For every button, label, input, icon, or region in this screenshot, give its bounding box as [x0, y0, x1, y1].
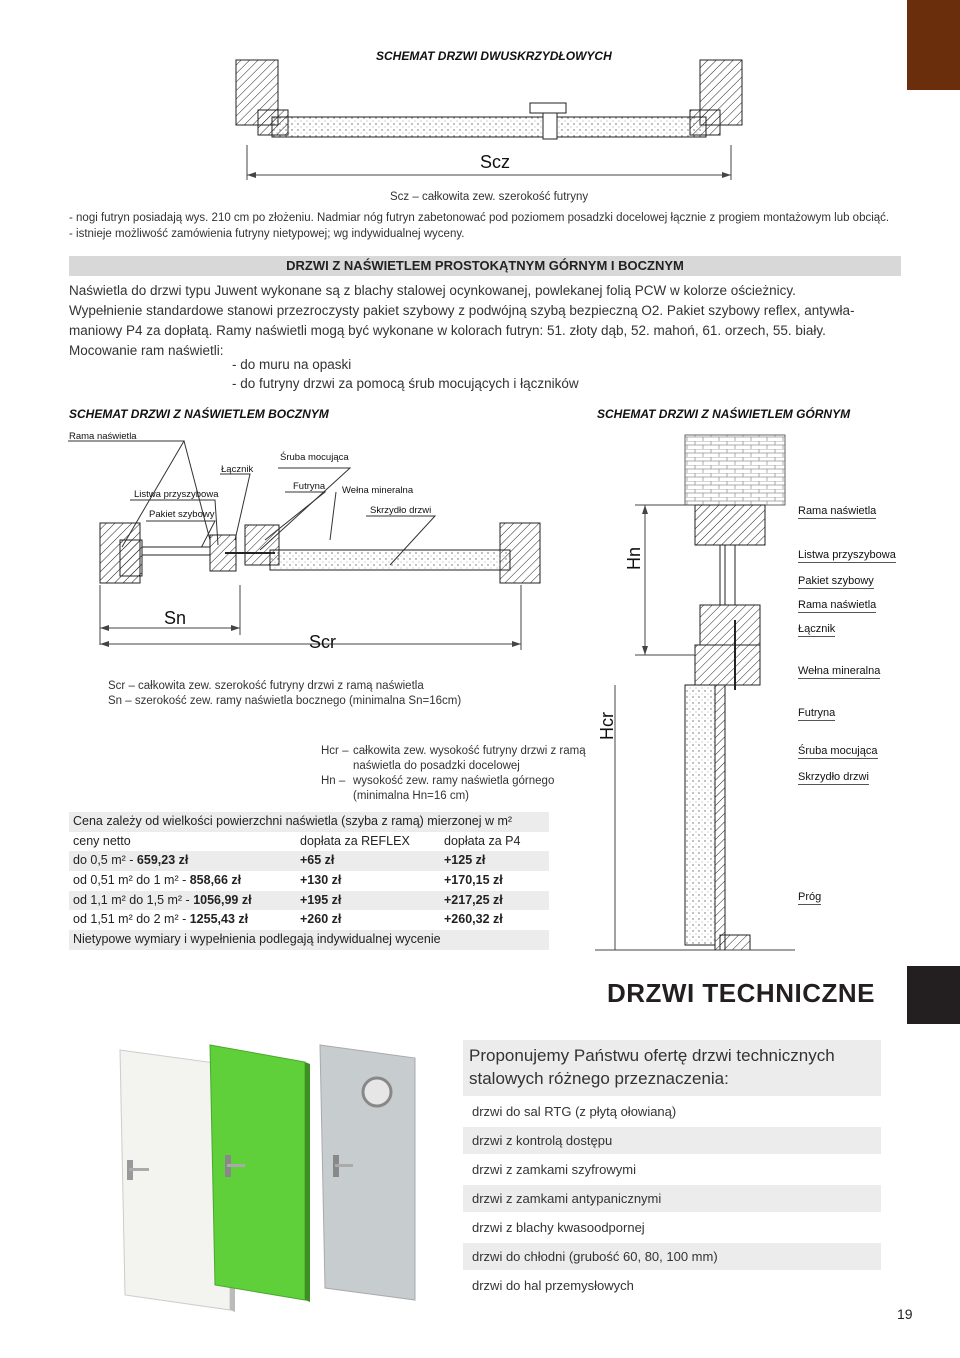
- price-range: od 1,51 m² do 2 m² -: [73, 912, 190, 927]
- technical-item: drzwi do chłodni (grubość 60, 80, 100 mm…: [463, 1243, 881, 1270]
- column-p4: dopłata za P4: [444, 833, 521, 848]
- label-top-frame-1: Rama naświetla: [798, 505, 877, 519]
- dimension-sn: Sn: [164, 608, 187, 628]
- page-number: 19: [897, 1306, 913, 1322]
- price-p4: +260,32 zł: [444, 912, 503, 927]
- price-reflex: +65 zł: [300, 853, 335, 868]
- price-p4: +125 zł: [444, 853, 486, 868]
- dimension-hn: Hn: [624, 546, 644, 570]
- top-light-diagram: [595, 434, 795, 951]
- dimension-scr: Scr: [309, 632, 336, 652]
- section-color-tab: [907, 0, 960, 90]
- price-range: od 0,51 m² do 1 m² -: [73, 873, 190, 888]
- label-glass-side: Pakiet szybowy: [149, 509, 215, 520]
- label-wool-side: Wełna mineralna: [342, 485, 414, 496]
- price-header-text: Cena zależy od wielkości powierzchni naś…: [73, 814, 513, 828]
- label-top-leaf: Skrzydło drzwi: [798, 771, 869, 785]
- technical-item: drzwi do sal RTG (z płytą ołowianą): [472, 1104, 677, 1119]
- section-paragraph-1: Naświetla do drzwi typu Juwent wykonane …: [69, 283, 796, 298]
- price-p4: +170,15 zł: [444, 873, 503, 888]
- price-p4: +217,25 zł: [444, 892, 503, 907]
- section-paragraph-3: maniowy P4 za dopłatą. Ramy naświetli mo…: [69, 323, 826, 338]
- label-threshold: Próg: [798, 891, 822, 905]
- label-bead-side: Listwa przyszybowa: [134, 489, 219, 500]
- hn-text-1: wysokość zew. ramy naświetla górnego: [353, 775, 555, 787]
- price-value: 1255,43 zł: [189, 912, 249, 927]
- label-top-doorframe: Futryna: [798, 707, 836, 721]
- mounting-option-2: - do futryny drzwi za pomocą śrub mocują…: [232, 376, 579, 391]
- scr-caption: Scr – całkowita zew. szerokość futryny d…: [108, 680, 424, 692]
- price-reflex: +130 zł: [300, 873, 342, 888]
- label-screw-side: Śruba mocująca: [280, 452, 349, 463]
- section-paragraph-2: Wypełnienie standardowe stanowi przezroc…: [69, 303, 855, 318]
- price-range: od 1,1 m² do 1,5 m² -: [73, 892, 194, 907]
- side-light-diagram-title: SCHEMAT DRZWI Z NAŚWIETLEM BOCZNYM: [69, 407, 329, 421]
- price-columns-row: ceny netto dopłata za REFLEX dopłata za …: [69, 831, 549, 852]
- mounting-heading: Mocowanie ram naświetli:: [69, 343, 224, 358]
- label-leaf-side: Skrzydło drzwi: [370, 505, 432, 516]
- price-table: Cena zależy od wielkości powierzchni naś…: [69, 812, 549, 950]
- hcr-text-1: całkowita zew. wysokość futryny drzwi z …: [353, 745, 586, 757]
- price-row: od 0,51 m² do 1 m² - 858,66 zł +130 zł +…: [69, 871, 549, 891]
- price-table-header: Cena zależy od wielkości powierzchni naś…: [69, 812, 549, 832]
- section-color-tab-dark: [907, 966, 960, 1024]
- hcr-key: Hcr –: [321, 745, 349, 757]
- label-top-frame-2: Rama naświetla: [798, 599, 877, 613]
- price-reflex: +195 zł: [300, 892, 342, 907]
- label-connector-side: Łącznik: [221, 464, 254, 475]
- technical-item: drzwi z blachy kwasoodpornej: [472, 1220, 645, 1235]
- price-value: 1056,99 zł: [193, 892, 252, 907]
- scz-caption: Scz – całkowita zew. szerokość futryny: [390, 191, 589, 203]
- price-footer-text: Nietypowe wymiary i wypełnienia podlegaj…: [73, 932, 441, 947]
- label-top-connector: Łącznik: [798, 623, 836, 637]
- label-top-screw: Śruba mocująca: [798, 745, 878, 759]
- label-top-wool: Wełna mineralna: [798, 665, 881, 679]
- price-row: od 1,1 m² do 1,5 m² - 1056,99 zł +195 zł…: [69, 890, 549, 911]
- note-2: - istnieje możliwość zamówienia futryny …: [69, 228, 465, 240]
- label-top-glass: Pakiet szybowy: [798, 575, 874, 589]
- price-row: od 1,51 m² do 2 m² - 1255,43 zł +260 zł …: [69, 910, 549, 931]
- price-row: do 0,5 m² - 659,23 zł +65 zł +125 zł: [69, 851, 549, 872]
- column-reflex: dopłata za REFLEX: [300, 833, 410, 848]
- double-door-diagram: [235, 59, 743, 180]
- sn-caption: Sn – szerokość zew. ramy naświetla boczn…: [108, 695, 462, 707]
- hn-text-2: (minimalna Hn=16 cm): [353, 790, 469, 802]
- label-frame-side: Rama naświetla: [69, 431, 137, 442]
- hn-key: Hn –: [321, 775, 346, 787]
- label-top-bead: Listwa przyszybowa: [798, 549, 896, 563]
- note-1: - nogi futryn posiadają wys. 210 cm po z…: [69, 212, 890, 224]
- price-reflex: +260 zł: [300, 912, 342, 927]
- dimension-hcr: Hcr: [597, 712, 617, 740]
- price-table-footer: Nietypowe wymiary i wypełnienia podlegaj…: [69, 930, 549, 950]
- technical-item: drzwi do hal przemysłowych: [472, 1278, 634, 1293]
- section-heading: DRZWI Z NAŚWIETLEM PROSTOKĄTNYM GÓRNYM I…: [69, 256, 901, 276]
- double-door-diagram-title: SCHEMAT DRZWI DWUSKRZYDŁOWYCH: [376, 49, 612, 63]
- hcr-text-2: naświetla do posadzki docelowej: [353, 760, 520, 772]
- technical-doors-title: DRZWI TECHNICZNE: [607, 978, 875, 1008]
- label-doorframe-side: Futryna: [293, 481, 326, 492]
- dimension-scz: Scz: [480, 152, 511, 172]
- column-net: ceny netto: [73, 833, 131, 848]
- technical-doors-image: [119, 1044, 416, 1312]
- top-light-diagram-title: SCHEMAT DRZWI Z NAŚWIETLEM GÓRNYM: [597, 407, 851, 421]
- technical-offer-heading: Proponujemy Państwu ofertę drzwi technic…: [463, 1040, 881, 1096]
- technical-item: drzwi z zamkami antypanicznymi: [463, 1185, 881, 1212]
- price-range: do 0,5 m² -: [73, 853, 137, 868]
- technical-item: drzwi z kontrolą dostępu: [463, 1127, 881, 1154]
- price-value: 659,23 zł: [136, 853, 189, 868]
- mounting-option-1: - do muru na opaski: [232, 357, 352, 372]
- technical-item: drzwi z zamkami szyfrowymi: [472, 1162, 636, 1177]
- side-light-diagram: [68, 440, 541, 650]
- price-value: 858,66 zł: [189, 873, 242, 888]
